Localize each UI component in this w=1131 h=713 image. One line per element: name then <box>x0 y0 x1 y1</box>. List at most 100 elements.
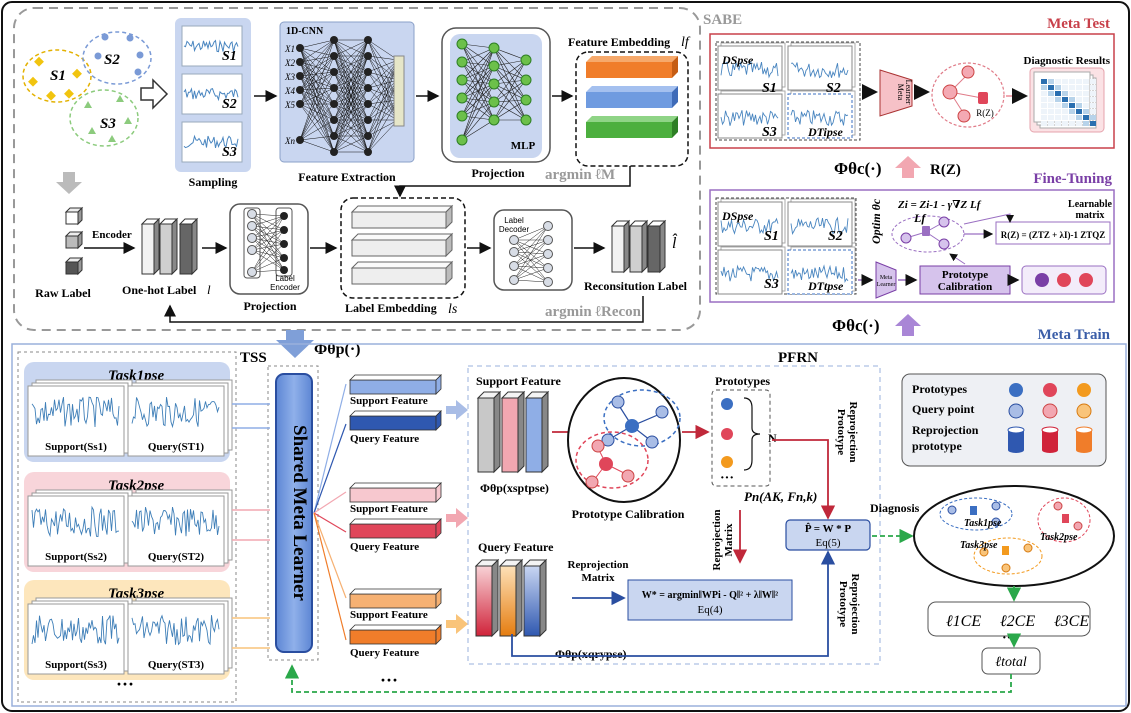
raw-label-block: Raw Label <box>35 206 92 300</box>
svg-text:l̂: l̂ <box>672 233 677 252</box>
sample-clusters: S1 S2 S3 <box>22 31 152 147</box>
raw-label-arrow-icon <box>56 172 82 194</box>
query-set-label: Query(ST3) <box>148 659 205 671</box>
svg-text:Prototype: Prototype <box>942 269 988 281</box>
svg-text:Query point: Query point <box>912 402 974 416</box>
ft-graph: Lf <box>900 211 950 250</box>
query-set-label: Query(ST1) <box>148 441 205 453</box>
query-feature-label: Query Feature <box>350 541 419 553</box>
svg-text:Learner: Learner <box>877 282 896 288</box>
feature-embedding-block: Feature Embedding lf <box>568 35 691 167</box>
cnn-input-label: X1 <box>284 44 295 54</box>
argmin-lm: argmin ℓM <box>545 167 615 183</box>
encoder-label: Encoder <box>92 229 132 241</box>
phat-box <box>785 519 871 551</box>
svg-text:ls: ls <box>448 302 458 317</box>
svg-text:S3: S3 <box>764 277 779 292</box>
svg-text:Prototype: Prototype <box>835 409 847 455</box>
svg-text:S2: S2 <box>826 81 841 96</box>
svg-text:S3: S3 <box>222 145 237 160</box>
tasks-ellipsis: ··· <box>116 674 134 694</box>
w-equation-box <box>627 579 793 621</box>
phi-c-label-top: Φθc(·) <box>834 159 882 178</box>
support-set-label: Support(Ss3) <box>45 659 107 671</box>
label-embedding-text: Label Embedding <box>345 301 437 315</box>
svg-text:Learner: Learner <box>904 80 913 105</box>
phi-qry: Φθp(xqrypse) <box>555 647 627 661</box>
svg-text:···: ··· <box>720 471 734 486</box>
svg-text:1D-CNN: 1D-CNN <box>286 26 324 37</box>
svg-text:DSpse: DSpse <box>721 53 754 67</box>
svg-text:R(Z) = (ZTZ + λI)-1 ZTQZ: R(Z) = (ZTZ + λI)-1 ZTQZ <box>1001 230 1105 240</box>
meta-test-title: Meta Test <box>1047 16 1110 32</box>
svg-text:Meta: Meta <box>896 84 905 101</box>
svg-text:Pn(AK, Fn,k): Pn(AK, Fn,k) <box>744 489 817 504</box>
sampling-label: Sampling <box>189 175 238 189</box>
meta-test-section: Meta Test DSpse DTipse S1 S2 S3 Meta Lea… <box>709 16 1115 149</box>
svg-text:Meta: Meta <box>880 275 893 281</box>
svg-text:MLP: MLP <box>511 140 536 152</box>
phi-p-label: Φθp(·) <box>314 341 361 358</box>
fine-tuning-section: Fine-Tuning DSpse DTtpse S1 S2 S3 Optim … <box>709 171 1115 303</box>
svg-text:Decoder: Decoder <box>499 225 530 234</box>
svg-text:Reprojection: Reprojection <box>912 423 979 437</box>
svg-text:ℓ2CE: ℓ2CE <box>1000 613 1035 630</box>
svg-text:DTipse: DTipse <box>807 125 844 139</box>
svg-text:Diagnosis: Diagnosis <box>870 501 920 515</box>
svg-text:Lf: Lf <box>913 211 926 225</box>
svg-text:ℓ1CE: ℓ1CE <box>946 613 981 630</box>
svg-text:N: N <box>768 431 777 445</box>
svg-text:Label: Label <box>504 216 524 225</box>
query-feature-label: Query Feature <box>350 433 419 445</box>
svg-text:Task3pse: Task3pse <box>960 540 998 551</box>
svg-text:l: l <box>207 282 211 297</box>
up-arrow-pink-icon <box>895 156 921 178</box>
svg-text:Support Feature: Support Feature <box>476 374 561 388</box>
svg-text:Eq(4): Eq(4) <box>697 604 722 616</box>
meta-train-title: Meta Train <box>1038 327 1111 343</box>
s1-label: S1 <box>50 68 66 84</box>
reconstitution-label-block: Reconsitution Label l̂ <box>584 219 688 293</box>
svg-text:DSpse: DSpse <box>721 209 754 223</box>
up-arrow-purple-icon <box>895 314 921 336</box>
svg-text:Encoder: Encoder <box>270 283 300 292</box>
fine-tuning-title: Fine-Tuning <box>1033 171 1112 187</box>
support-feature-label: Support Feature <box>350 395 428 407</box>
argmin-lrecon: argmin ℓRecon <box>545 304 642 320</box>
phi-c-label-bottom: Φθc(·) <box>832 316 880 335</box>
svg-text:Label: Label <box>275 274 295 283</box>
s3-label: S3 <box>100 116 116 132</box>
diagnosis-ellipse <box>913 485 1115 587</box>
cnn-input-label: X5 <box>284 100 295 110</box>
svg-text:R(Z): R(Z) <box>976 108 994 118</box>
svg-text:Learnable: Learnable <box>1068 199 1112 210</box>
svg-text:Prototypes: Prototypes <box>912 382 967 396</box>
svg-text:S1: S1 <box>762 81 777 96</box>
rz-graph: R(Z) <box>942 65 994 123</box>
svg-text:Reprojection: Reprojection <box>568 559 629 571</box>
tss-title: TSS <box>240 350 267 366</box>
query-feature-label: Query Feature <box>350 647 419 659</box>
projection-label-bottom: Projection <box>243 299 296 313</box>
svg-text:Query Feature: Query Feature <box>478 540 554 554</box>
reconstitution-text: Reconsitution Label <box>584 279 688 293</box>
cnn-input-label: Xn <box>284 136 295 146</box>
svg-text:prototype: prototype <box>912 439 962 453</box>
cnn-input-label: X3 <box>284 72 295 82</box>
label-encoder-block: Label Encoder Projection <box>229 203 309 313</box>
projection-label-top: Projection <box>471 166 524 180</box>
svg-text:S1: S1 <box>764 229 779 244</box>
svg-text:P̂ = W * P: P̂ = W * P <box>805 522 851 535</box>
shared-meta-learner-text: Shared Meta Learner <box>289 425 310 601</box>
one-hot-label-block: One-hot Label l <box>122 217 211 297</box>
diagnostic-results-label: Diagnostic Results <box>1024 55 1111 67</box>
svg-text:DTtpse: DTtpse <box>807 279 844 293</box>
support-set-label: Support(Ss2) <box>45 551 107 563</box>
svg-text:Calibration: Calibration <box>938 281 992 293</box>
shared-meta-learner-box <box>275 373 313 653</box>
svg-text:Reprojection: Reprojection <box>849 574 861 635</box>
raw-label-text: Raw Label <box>35 286 91 300</box>
update-rule: Zi = Zi-1 - γ∇Z Lf <box>897 199 982 211</box>
